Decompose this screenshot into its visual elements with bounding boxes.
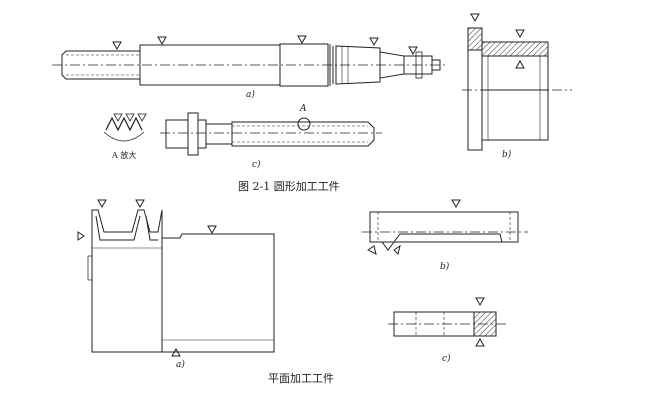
caption-bottom: 平面加工工件 <box>268 372 334 385</box>
bush-workpiece <box>462 13 572 151</box>
caption-top: 图 2-1 圆形加工工件 <box>238 180 340 193</box>
threaded-shaft-workpiece <box>103 112 382 156</box>
part-label-top-b: b) <box>502 150 512 160</box>
bar-workpiece <box>388 297 508 347</box>
plate-workpiece <box>362 199 528 255</box>
block-workpiece <box>77 199 275 357</box>
shaft-workpiece <box>52 35 448 87</box>
detail-marker: A <box>300 104 307 114</box>
part-label-bottom-b: b) <box>440 262 450 272</box>
part-label-bottom-a: a) <box>176 360 185 370</box>
part-label-top-a: a) <box>246 90 255 100</box>
part-label-top-c: c) <box>252 160 261 170</box>
detail-label: A 放大 <box>112 151 137 160</box>
part-label-bottom-c: c) <box>442 354 451 364</box>
